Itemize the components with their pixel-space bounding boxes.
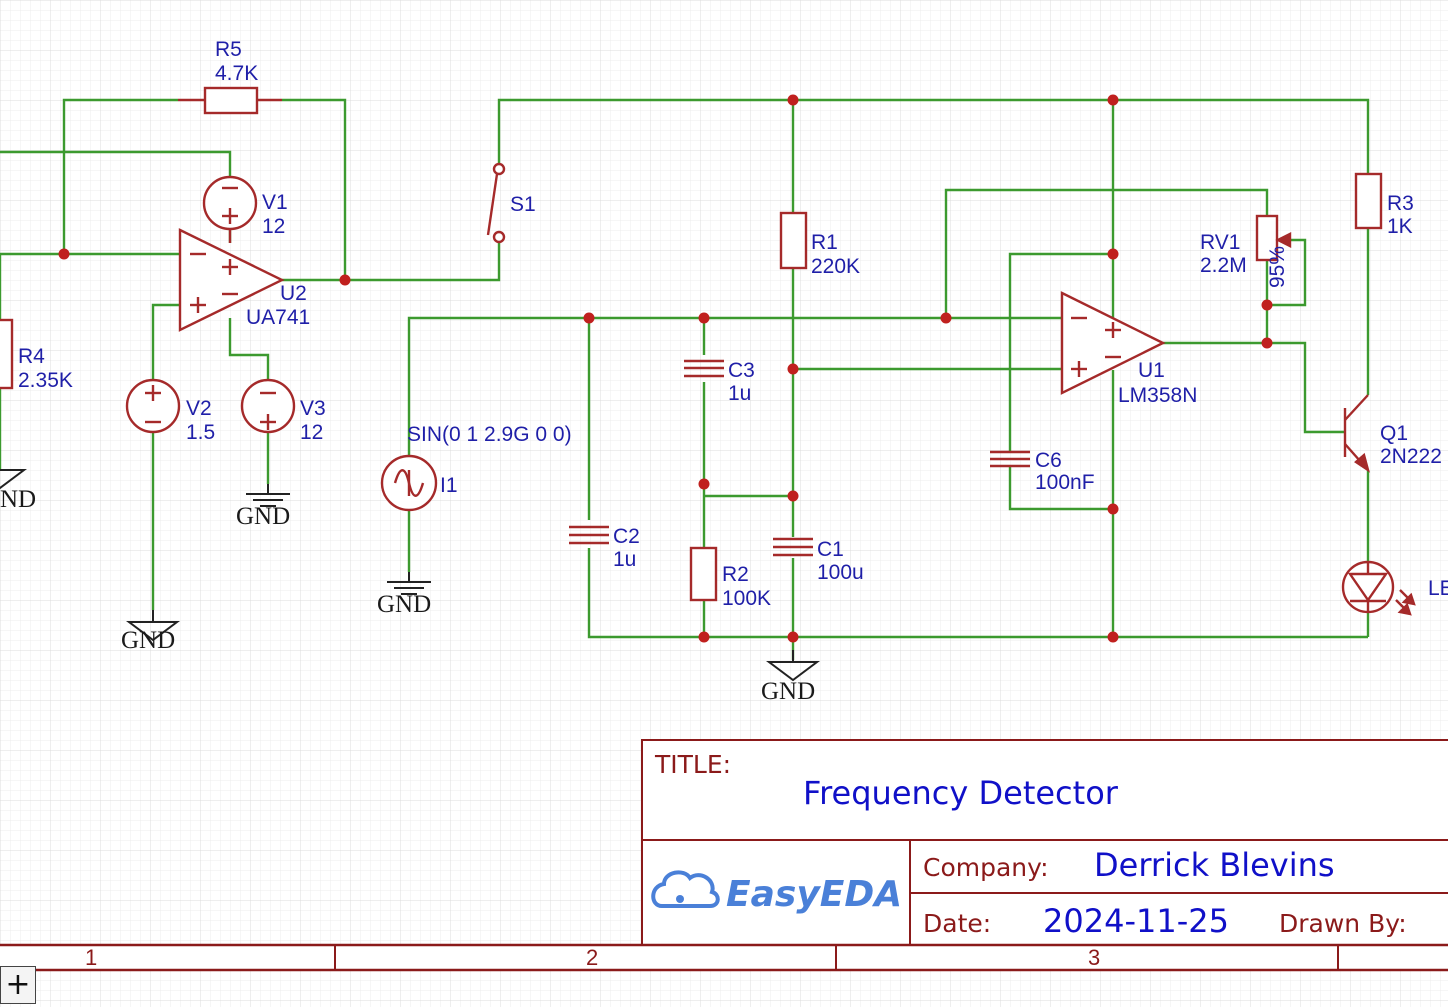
c1-value: 100u — [817, 561, 864, 584]
resistor-r4[interactable] — [0, 318, 14, 390]
u2-ref: U2 — [280, 282, 307, 305]
title-block: TITLE: Frequency Detector Company: Derri… — [641, 739, 1448, 946]
c3-value: 1u — [728, 382, 751, 405]
switch-s1[interactable] — [492, 162, 506, 176]
c6-value: 100nF — [1035, 471, 1095, 494]
r4-value: 2.35K — [18, 369, 73, 392]
junction-dots — [58, 94, 1273, 643]
zone-label: 2 — [586, 945, 598, 970]
gnd-label: GND — [236, 503, 290, 530]
company-key: Company: — [923, 853, 1049, 882]
gnd-label: GND — [377, 591, 431, 618]
zone-label: 1 — [85, 945, 97, 970]
c3-ref: C3 — [728, 359, 755, 382]
rv1-wiper: 95% — [1266, 246, 1289, 288]
v3-value: 12 — [300, 421, 323, 444]
s1-ref: S1 — [510, 193, 536, 216]
company-value: Derrick Blevins — [1094, 846, 1335, 884]
r2-value: 100K — [722, 587, 771, 610]
gnd-label: GND — [761, 678, 815, 705]
r4-ref: R4 — [18, 345, 45, 368]
wires — [0, 98, 1370, 660]
ground-labels: ND GND GND GND GND — [0, 486, 815, 705]
r3-ref: R3 — [1387, 192, 1414, 215]
component-labels: R5 4.7K V1 12 U2 UA741 R4 2.35K V2 1.5 V… — [18, 38, 1448, 610]
led-ref: LE — [1428, 577, 1448, 600]
zone-label: 3 — [1088, 945, 1100, 970]
opamp-u1[interactable] — [1060, 291, 1166, 395]
i1-ref: I1 — [440, 474, 458, 497]
date-key: Date: — [923, 909, 991, 938]
v1-ref: V1 — [262, 191, 288, 214]
v3-ref: V3 — [300, 397, 326, 420]
resistor-r3[interactable] — [1354, 172, 1383, 230]
u2-value: UA741 — [246, 306, 310, 329]
resistor-r2[interactable] — [689, 546, 718, 602]
gnd-label: GND — [121, 627, 175, 654]
svg-text:EasyEDA: EasyEDA — [726, 874, 902, 915]
r3-value: 1K — [1387, 215, 1413, 238]
ground-symbols — [0, 469, 818, 681]
voltage-source-v3[interactable] — [240, 378, 296, 434]
zoom-in-button[interactable]: + — [0, 966, 36, 1004]
potentiometer-rv1[interactable] — [1255, 214, 1279, 262]
u1-value: LM358N — [1118, 384, 1197, 407]
c2-value: 1u — [613, 548, 636, 571]
r1-ref: R1 — [811, 231, 838, 254]
drawing-frame: 1 2 3 — [0, 943, 1448, 972]
rv1-ref: RV1 — [1200, 231, 1240, 254]
v2-value: 1.5 — [186, 421, 215, 444]
c1-ref: C1 — [817, 538, 844, 561]
r5-value: 4.7K — [215, 62, 258, 85]
r2-ref: R2 — [722, 563, 749, 586]
r1-value: 220K — [811, 255, 860, 278]
title-value: Frequency Detector — [803, 774, 1119, 812]
title-key: TITLE: — [654, 750, 731, 779]
q1-value: 2N222 — [1380, 445, 1442, 468]
u1-ref: U1 — [1138, 359, 1165, 382]
v1-value: 12 — [262, 215, 285, 238]
drawn-by-key: Drawn By: — [1279, 909, 1407, 938]
date-value: 2024-11-25 — [1043, 902, 1229, 940]
gnd-label: ND — [0, 486, 36, 513]
rv1-value: 2.2M — [1200, 254, 1247, 277]
resistor-r1[interactable] — [779, 211, 808, 270]
v2-ref: V2 — [186, 397, 212, 420]
easyeda-logo: EasyEDA — [651, 870, 902, 915]
i1-value: SIN(0 1 2.9G 0 0) — [407, 423, 572, 446]
resistor-r5[interactable] — [203, 86, 259, 115]
q1-ref: Q1 — [1380, 422, 1408, 445]
r5-ref: R5 — [215, 38, 242, 61]
voltage-source-v2[interactable] — [125, 378, 181, 434]
symbols — [0, 86, 1416, 616]
c2-ref: C2 — [613, 525, 640, 548]
c6-ref: C6 — [1035, 449, 1062, 472]
